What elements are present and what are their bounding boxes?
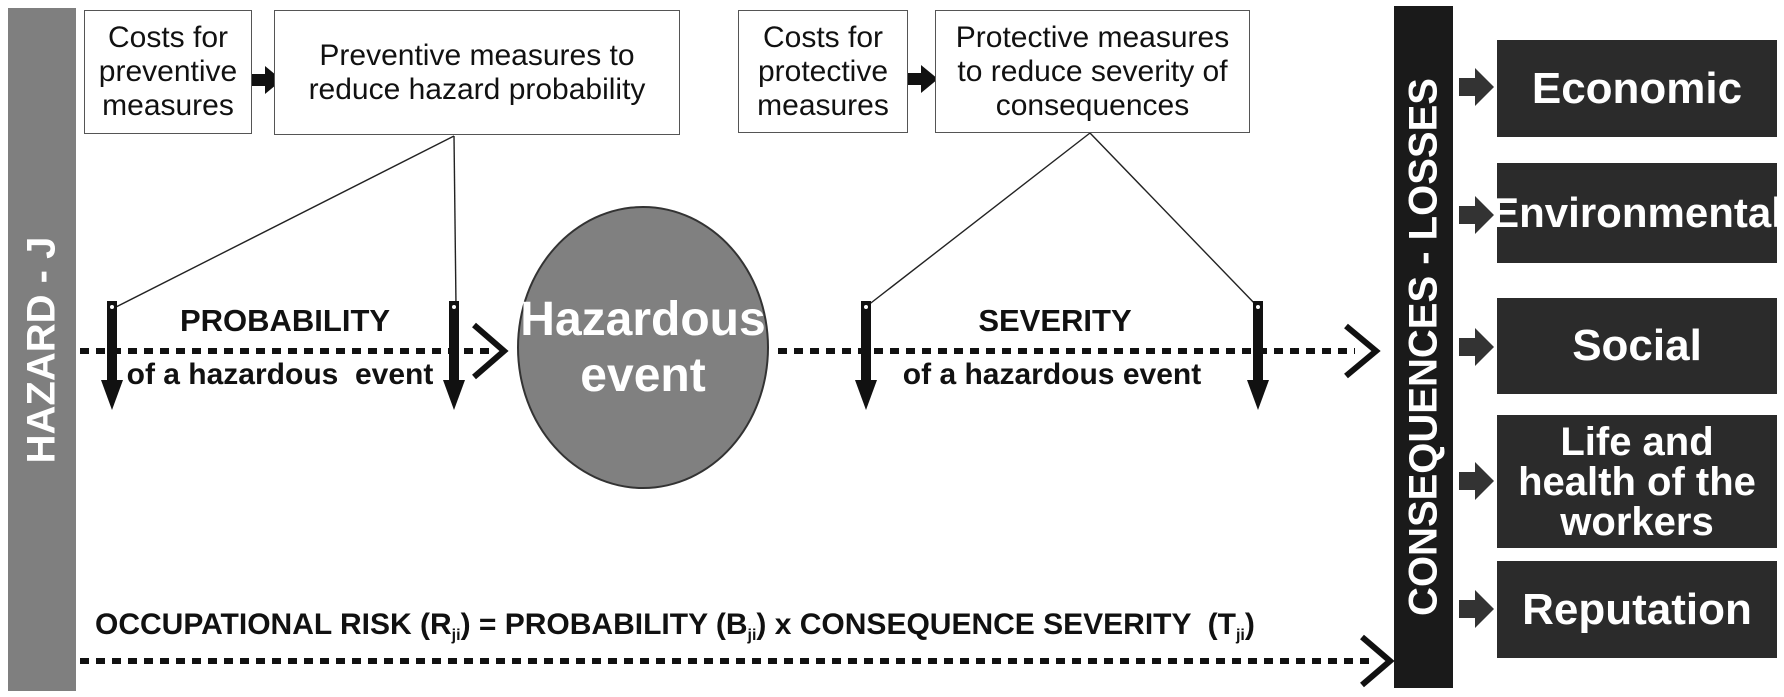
protective-measures-box: Protective measures to reduce severity o… — [935, 10, 1250, 133]
consequence-social-label: Social — [1572, 321, 1702, 370]
hazardous-event-line1: Hazardous — [520, 292, 766, 346]
hazardous-event-line2: event — [580, 348, 706, 402]
consequence-economic-label: Economic — [1531, 63, 1743, 113]
right-arrow-icon — [1459, 328, 1494, 366]
severity-subtitle: of a hazardous event — [902, 358, 1202, 391]
risk-formula-part2: ) = PROBABILITY (B — [460, 608, 748, 641]
consequence-life-health-label: Life and health of the workers — [1518, 419, 1756, 544]
risk-formula-part1: OCCUPATIONAL RISK (R — [95, 608, 452, 641]
hazardous-event-circle: Hazardous event — [517, 206, 769, 489]
probability-subtitle: of a hazardous event — [126, 358, 434, 391]
severity-title: SEVERITY — [978, 303, 1132, 338]
consequence-economic-box: Economic — [1497, 40, 1777, 137]
costs-preventive-text: Costs for preventive measures — [98, 21, 238, 122]
right-arrow-icon — [1459, 68, 1494, 106]
costs-protective-box: Costs for protective measures — [738, 10, 908, 133]
connector-line — [113, 135, 455, 309]
connector-line — [453, 135, 457, 307]
protective-measures-text: Protective measures to reduce severity o… — [955, 20, 1230, 122]
right-arrow-icon — [1459, 196, 1494, 234]
risk-formula-sub1: ji — [451, 627, 461, 644]
risk-formula-sub2: ji — [747, 627, 757, 644]
consequence-environmental-box: Environmental — [1491, 163, 1783, 263]
consequence-social-box: Social — [1497, 298, 1777, 394]
right-arrow-icon — [1459, 590, 1494, 628]
risk-arrow-head — [1360, 634, 1395, 688]
consequence-environmental-label: Environmental — [1491, 189, 1783, 236]
costs-protective-text: Costs for protective measures — [757, 20, 889, 122]
risk-formula: OCCUPATIONAL RISK (Rji) = PROBABILITY (B… — [95, 608, 1255, 645]
right-arrow-icon — [249, 66, 282, 94]
probability-title: PROBABILITY — [179, 303, 391, 338]
severity-arrow-head — [1344, 323, 1381, 379]
probability-arrow-head — [472, 322, 509, 380]
right-arrow-icon — [905, 65, 938, 93]
preventive-measures-text: Preventive measures to reduce hazard pro… — [308, 38, 646, 106]
risk-formula-part4: ) — [1244, 608, 1255, 641]
down-arrow-icon — [1247, 301, 1269, 410]
consequence-reputation-label: Reputation — [1522, 584, 1752, 634]
preventive-measures-box: Preventive measures to reduce hazard pro… — [274, 10, 680, 135]
connector-line — [1089, 132, 1258, 307]
down-arrow-icon — [855, 301, 877, 410]
right-arrow-icon — [1459, 462, 1494, 500]
connector-line — [866, 132, 1091, 307]
down-arrow-icon — [101, 301, 123, 410]
risk-formula-part3: ) x CONSEQUENCE SEVERITY (T — [756, 608, 1236, 641]
down-arrow-icon — [443, 301, 465, 410]
consequences-bar: CONSEQUENCES - LOSSES — [1394, 6, 1453, 688]
costs-preventive-box: Costs for preventive measures — [84, 10, 252, 134]
consequence-life-health-box: Life and health of the workers — [1497, 415, 1777, 548]
risk-formula-sub3: ji — [1235, 627, 1245, 644]
hazard-bar: HAZARD - J — [8, 8, 76, 691]
consequence-reputation-box: Reputation — [1497, 561, 1777, 658]
